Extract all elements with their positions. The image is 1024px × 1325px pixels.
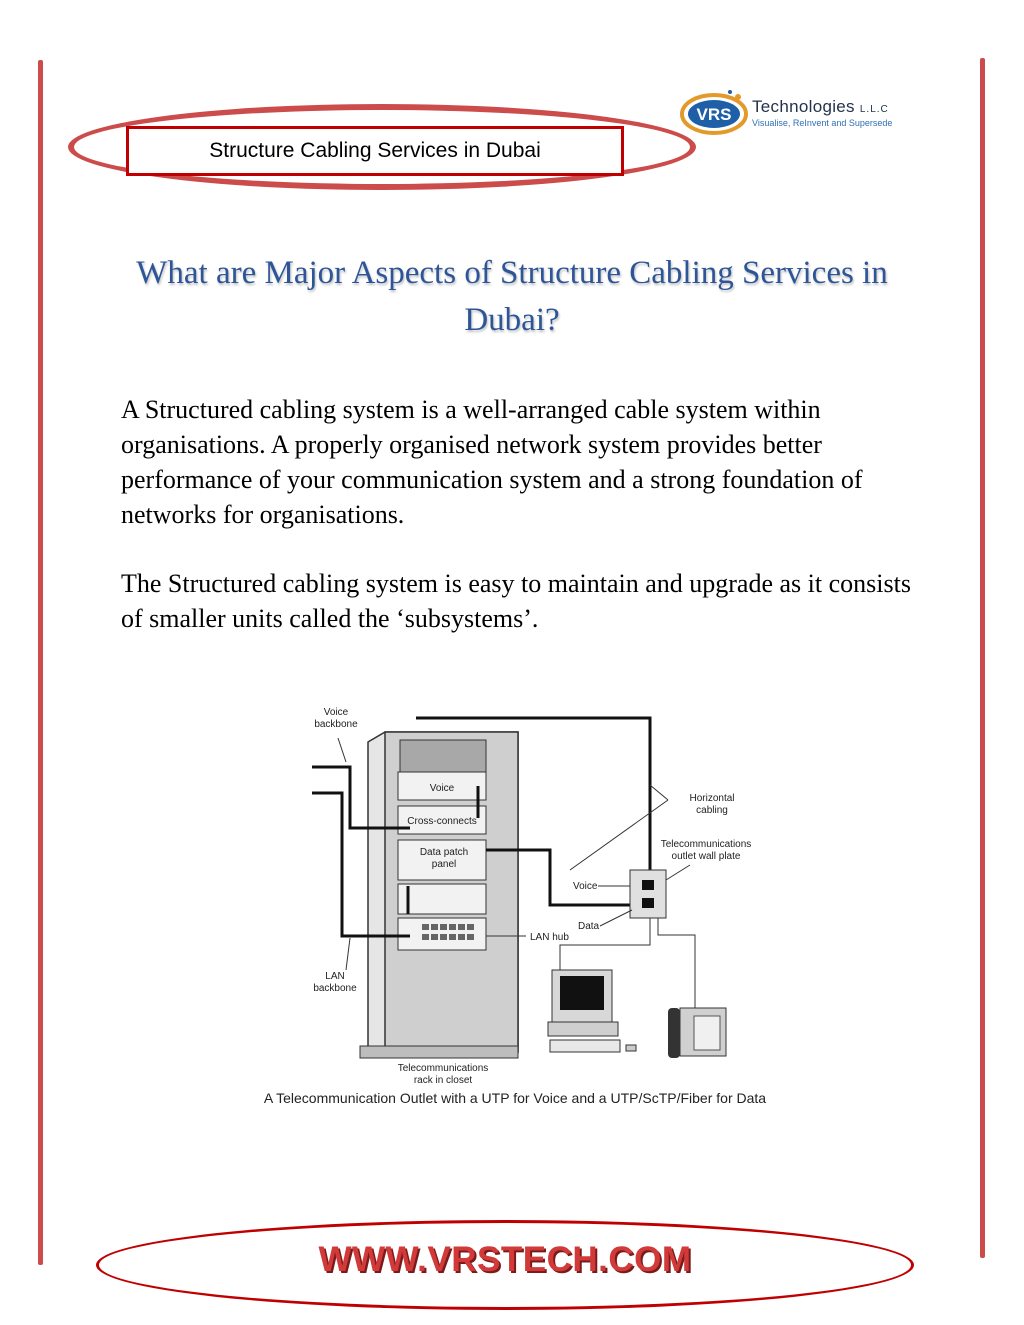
thin-cables	[559, 912, 696, 1010]
voice-backbone-label-1: Voice	[324, 707, 349, 718]
cabling-lines	[312, 716, 652, 938]
website-link[interactable]: WWW.VRSTECH.COM	[318, 1240, 692, 1279]
label-arrows	[337, 737, 691, 971]
voice-panel-label: Voice	[430, 783, 455, 794]
rack-label-1: Telecommunications	[398, 1063, 489, 1074]
voice-label: Voice	[573, 881, 598, 892]
logo-mark: VRS	[697, 105, 732, 124]
data-patch-label-2: panel	[432, 859, 456, 870]
company-logo: VRS Technologies L.L.C Visualise, ReInve…	[678, 88, 908, 140]
diagram-caption: A Telecommunication Outlet with a UTP fo…	[263, 1090, 767, 1106]
computer-icon	[547, 969, 637, 1053]
logo-tagline: Visualise, ReInvent and Supersede	[752, 118, 893, 128]
left-border-line	[38, 60, 43, 1265]
header-label: Structure Cabling Services in Dubai	[126, 126, 624, 176]
horizontal-cabling-label-1: Horizontal	[689, 793, 734, 804]
footer-ellipse	[96, 1220, 914, 1310]
lan-backbone-label-1: LAN	[325, 971, 344, 982]
voice-backbone-label-2: backbone	[314, 719, 358, 730]
rack-label-2: rack in closet	[414, 1075, 473, 1086]
structured-cabling-diagram: Voice backbone Voice Cross-connects Data…	[312, 707, 752, 1086]
intro-paragraph: A Structured cabling system is a well-ar…	[121, 395, 863, 529]
telecom-rack	[359, 731, 519, 1059]
right-border-line	[980, 58, 985, 1258]
header-ellipse	[68, 104, 696, 190]
outlet-label-2: outlet wall plate	[672, 851, 741, 862]
lan-backbone-label-2: backbone	[313, 983, 357, 994]
page-title: What are Major Aspects of Structure Cabl…	[136, 255, 888, 338]
data-label: Data	[578, 921, 600, 932]
horizontal-cabling-label-2: cabling	[696, 805, 728, 816]
data-patch-label-1: Data patch	[420, 847, 468, 858]
outlet-wall-plate	[629, 869, 667, 919]
lan-hub-label: LAN hub	[530, 932, 569, 943]
logo-name: Technologies L.L.C	[752, 97, 889, 116]
subsystems-paragraph: The Structured cabling system is easy to…	[121, 569, 911, 633]
outlet-label-1: Telecommunications	[661, 839, 752, 850]
lan-hub-ports	[422, 924, 474, 940]
telephone-icon	[668, 1007, 727, 1058]
cross-connects-label: Cross-connects	[407, 816, 476, 827]
vrs-logo-icon: VRS	[680, 90, 748, 135]
